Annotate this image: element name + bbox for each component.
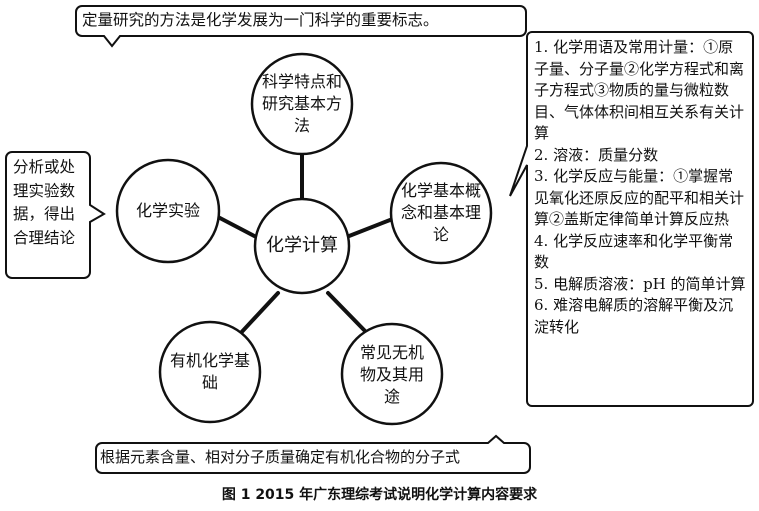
node-center-label: 化学计算 xyxy=(266,235,338,256)
node-bottom-right-circle xyxy=(340,322,444,426)
right-list-item: 5. 电解质溶液：pH 的简单计算 xyxy=(534,274,746,293)
node-left-circle xyxy=(115,158,221,264)
callout-left-text: 分析或处理实验数据，得出合理结论 xyxy=(13,158,76,247)
callout-top-text: 定量研究的方法是化学发展为一门科学的重要标志。 xyxy=(82,11,439,29)
node-center-circle xyxy=(253,197,351,295)
node-bottom-right-label: 常见无机物及其用途 xyxy=(360,343,425,406)
right-list-item: 3. 化学反应与能量：①掌握常见氧化还原反应的配平和相关计算②盖斯定律简单计算反… xyxy=(534,167,745,228)
right-list-item: 6. 难溶电解质的溶解平衡及沉淀转化 xyxy=(534,296,734,336)
right-list-item: 1. 化学用语及常用计量：①原子量、分子量②化学方程式和离子方程式③物质的量与微… xyxy=(534,38,745,142)
node-right-circle xyxy=(389,161,493,265)
node-top-label: 科学特点和研究基本方法 xyxy=(262,72,343,135)
callout-bottom-box xyxy=(95,434,531,474)
node-right-label: 化学基本概念和基本理论 xyxy=(401,181,482,244)
spoke-bottom-left xyxy=(236,291,280,338)
callout-right-list: 1. 化学用语及常用计量：①原子量、分子量②化学方程式和离子方程式③物质的量与微… xyxy=(534,37,748,338)
node-bottom-left-label: 有机化学基础 xyxy=(169,351,250,392)
callout-top-box xyxy=(75,5,527,48)
node-bottom-left-circle xyxy=(158,320,262,424)
callout-right-box xyxy=(509,31,754,407)
callout-left-box xyxy=(5,151,106,279)
figure-caption: 图 1 2015 年广东理综考试说明化学计算内容要求 xyxy=(221,487,538,503)
spoke-bottom-right xyxy=(326,291,368,334)
callout-bottom-text: 根据元素含量、相对分子质量确定有机化合物的分子式 xyxy=(100,448,461,466)
right-list-item: 4. 化学反应速率和化学平衡常数 xyxy=(534,231,734,272)
spoke-right xyxy=(342,218,392,240)
right-list-item: 2. 溶液：质量分数 xyxy=(534,145,659,164)
node-top-circle xyxy=(250,52,354,156)
node-left-label: 化学实验 xyxy=(135,201,200,220)
spoke-left xyxy=(216,215,260,240)
